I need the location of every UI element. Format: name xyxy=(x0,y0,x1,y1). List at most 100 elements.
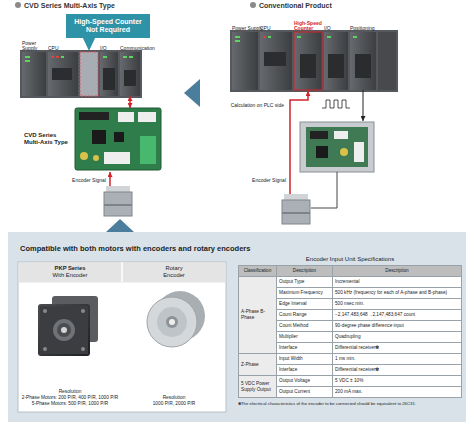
panel-ground xyxy=(8,232,466,422)
table-cell: 1 ms min. xyxy=(333,354,462,365)
driver-board: CVD Series Multi-Axis Type xyxy=(75,108,161,170)
table-cell: Interface xyxy=(277,343,333,354)
plc-module: Positioning xyxy=(350,32,376,90)
callout-box: High-Speed Counter Not Required xyxy=(66,14,150,38)
plc-module: CPU xyxy=(260,32,292,90)
table-cell-text: −2,147,483,648→2,147,483,647 count xyxy=(335,312,459,318)
resolution-text: 1000 P/R, 2000 P/R xyxy=(151,401,198,407)
rotary-encoder xyxy=(147,291,205,347)
table-cell: Count Range xyxy=(277,310,333,321)
node-label: CVD Series Multi-Axis Type xyxy=(24,132,71,146)
plc-module: I/O xyxy=(324,32,348,90)
table-cell-text: Interface xyxy=(279,345,330,351)
callout-pointer xyxy=(82,36,96,51)
label-slot: Calculation on PLC side xyxy=(222,102,284,108)
table-cell: −2,147,483,648→2,147,483,647 count xyxy=(333,310,462,321)
driver-unit xyxy=(300,122,374,172)
product-card: PKP SeriesWith EncoderResolution2-Phase … xyxy=(18,262,122,412)
node-label: Communication xyxy=(120,46,146,51)
card-heading: PKP Series xyxy=(55,265,86,272)
resolution-text: Resolution xyxy=(161,395,188,401)
table-cell-text: Incremental xyxy=(335,279,459,285)
label-slot: Conventional Product xyxy=(250,2,332,9)
table-cell: Edge Interval xyxy=(277,299,333,310)
table-cell: 500 kHz (frequency for each of A-phase a… xyxy=(333,288,462,299)
table-cell: Description xyxy=(277,266,333,277)
spec-table: Encoder Input Unit SpecificationsClassif… xyxy=(238,256,462,398)
table-cell-text: Quadrupling xyxy=(335,334,459,340)
note-label: Calculation on PLC side xyxy=(222,102,284,108)
table-cell: Quadrupling xyxy=(333,332,462,343)
footnote: ✽The electrical characteristics of the e… xyxy=(238,401,464,406)
table-cell-text: Edge Interval xyxy=(279,301,330,307)
table-cell-text: Count Method xyxy=(279,323,330,329)
table-cell: Differential receiver✽ xyxy=(333,343,462,354)
table-cell: Z-Phase xyxy=(239,354,277,376)
product-card: Rotary EncoderResolution1000 P/R, 2000 P… xyxy=(122,262,226,412)
direction-arrow xyxy=(184,79,200,107)
table-cell: 5 VDC Power Supply Output xyxy=(239,376,277,398)
label-slot: CVD Series Multi-Axis Type xyxy=(15,2,115,9)
table-cell: 90-degree phase difference input xyxy=(333,321,462,332)
table-cell: Interface xyxy=(277,365,333,376)
node-label: I/O xyxy=(324,26,354,31)
plc-module: Communication xyxy=(120,52,140,96)
table-cell: Maximum Frequency xyxy=(277,288,333,299)
card-header xyxy=(19,263,226,283)
signal-label: Encoder Signal xyxy=(68,177,106,183)
node-label: Power Supply xyxy=(232,26,264,31)
table-row: 5 VDC Power Supply OutputOutput Voltage5… xyxy=(239,376,462,387)
table-cell-text: Input Width xyxy=(279,356,330,362)
resolution-text: 2-Phase Motors: 200 P/R, 400 P/R, 1000 P… xyxy=(20,395,121,401)
table-cell: Multiplier xyxy=(277,332,333,343)
table-cell-text: Z-Phase xyxy=(241,362,274,368)
table-cell: 200 mA max. xyxy=(333,387,462,398)
table-cell-text: 200 mA max. xyxy=(335,389,459,395)
node-label: High-Speed Counter Not Required xyxy=(70,18,146,34)
plc-module: High-Speed Counter xyxy=(294,32,322,90)
node-label: CPU xyxy=(48,46,84,51)
table-cell-text: Interface xyxy=(279,367,330,373)
node-label: CPU xyxy=(260,26,298,31)
node-label: High-Speed Counter xyxy=(294,21,328,32)
node-label: Power Supply xyxy=(22,41,52,52)
plc-rack xyxy=(20,50,142,98)
encoder-wire xyxy=(290,91,308,194)
table-row: Z-Phase Input Width 1 ms min. xyxy=(239,354,462,365)
card-heading: Rotary Encoder xyxy=(156,265,192,279)
section-heading: Conventional Product xyxy=(250,2,332,9)
plc-module: I/O xyxy=(100,52,118,96)
table-row: ClassificationDescriptionDescription xyxy=(239,266,462,277)
table-cell: Count Method xyxy=(277,321,333,332)
table-cell: Incremental xyxy=(333,277,462,288)
panel-title: Compatible with both motors with encoder… xyxy=(20,244,466,253)
table-cell-text: Differential receiver✽ xyxy=(335,367,459,373)
info-panel: Compatible with both motors with encoder… xyxy=(8,232,466,422)
driver-board xyxy=(75,108,161,170)
resolution-text: 5-Phase Motors: 500 P/R, 1000 P/R xyxy=(30,401,111,407)
table-cell-text: 5 VDC ± 10% xyxy=(335,378,459,384)
label-slot: Encoder Signal xyxy=(68,177,106,183)
table-cell-text: Maximum Frequency xyxy=(279,290,330,296)
pulse-waveform xyxy=(322,100,350,108)
spec-grid: ClassificationDescriptionDescriptionA-Ph… xyxy=(238,265,462,398)
table-cell: Output Current xyxy=(277,387,333,398)
plc-module: Power Supply xyxy=(22,52,46,96)
card-heading: With Encoder xyxy=(53,272,88,279)
table-cell: 5 VDC ± 10% xyxy=(333,376,462,387)
table-title: Encoder Input Unit Specifications xyxy=(238,256,462,262)
table-cell: Output Type xyxy=(277,277,333,288)
label-slot: Encoder Signal xyxy=(248,177,286,183)
panel-pointer xyxy=(106,219,134,232)
section-heading: CVD Series Multi-Axis Type xyxy=(15,2,115,9)
table-cell-text: Output Voltage xyxy=(279,378,330,384)
motor-cable xyxy=(311,172,337,208)
motor xyxy=(282,194,310,224)
table-cell-text: 1 ms min. xyxy=(335,356,459,362)
plc-rack xyxy=(230,30,398,92)
table-cell: Differential receiver✽ xyxy=(333,365,462,376)
table-cell-text: 500 kHz (frequency for each of A-phase a… xyxy=(335,290,459,296)
table-cell-text: Output Current xyxy=(279,389,330,395)
table-cell-text: 5 VDC Power Supply Output xyxy=(241,381,274,392)
table-cell-text: 90-degree phase difference input xyxy=(335,323,459,329)
